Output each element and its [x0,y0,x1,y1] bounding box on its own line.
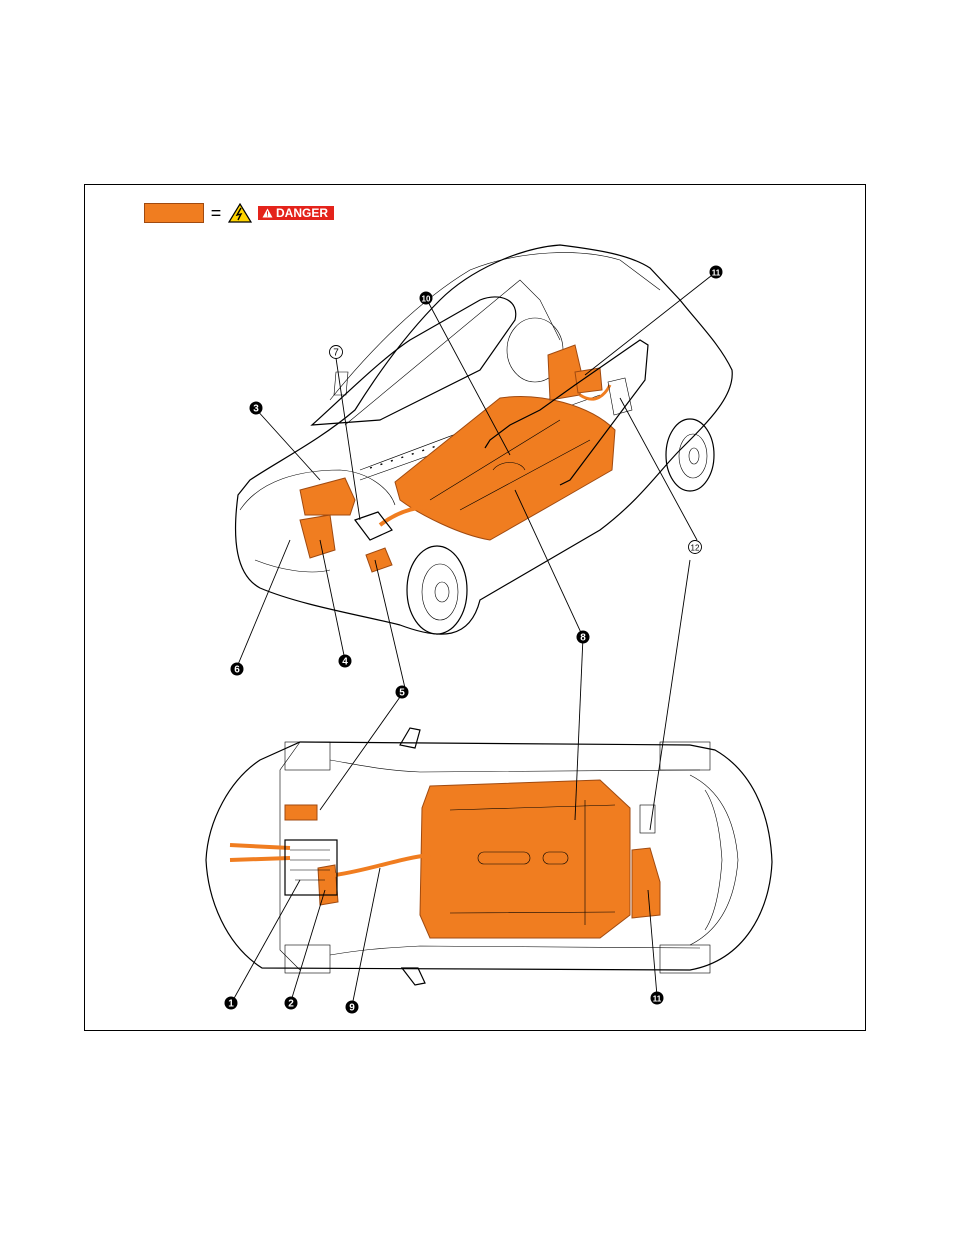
callout-11-top: 11 [710,266,723,279]
onboard-charger-underbody [632,848,660,918]
callout-3: 3 [250,402,263,415]
svg-text:10: 10 [422,295,431,304]
svg-text:6: 6 [234,665,240,676]
callout-4: 4 [339,655,352,668]
junction-box-3q [300,515,335,558]
callout-10: 10 [420,292,433,305]
inverter-3q [300,478,355,515]
hv-battery-pack-underbody [420,780,630,938]
junction-box-underbody [285,805,317,820]
charge-port-bracket-3q [608,378,632,415]
hv-battery-pack-3q [395,397,615,540]
svg-text:4: 4 [342,657,348,668]
vehicle-underbody-view [206,728,772,985]
dc-dc-converter-3q [366,548,392,572]
callout-8-top: 8 [577,631,590,644]
rear-left-wheel-underbody [660,742,710,770]
svg-text:5: 5 [399,688,405,699]
callout-2: 2 [285,997,298,1010]
front-right-wheel [407,546,467,634]
rear-right-wheel-underbody [660,945,710,973]
callout-9: 9 [346,1001,359,1014]
callout-6: 6 [231,663,244,676]
vehicle-three-quarter-view [236,245,733,634]
callout-12: 12 [689,541,702,554]
svg-text:9: 9 [349,1003,355,1014]
svg-text:1: 1 [228,999,234,1010]
svg-text:3: 3 [253,404,259,415]
svg-text:2: 2 [288,999,294,1010]
windshield-outline [312,297,516,425]
inverter-underbody [318,865,338,905]
svg-text:7: 7 [333,348,339,359]
rear-right-wheel [666,419,714,491]
svg-text:8: 8 [580,633,586,644]
callout-1: 1 [225,997,238,1010]
callout-11-bottom: 11 [651,992,664,1005]
callout-7: 7 [330,346,343,359]
svg-text:11: 11 [712,269,721,278]
callout-5: 5 [396,686,409,699]
svg-text:12: 12 [691,544,700,553]
svg-text:11: 11 [653,995,662,1004]
twelve-volt-battery-3q [355,512,392,540]
